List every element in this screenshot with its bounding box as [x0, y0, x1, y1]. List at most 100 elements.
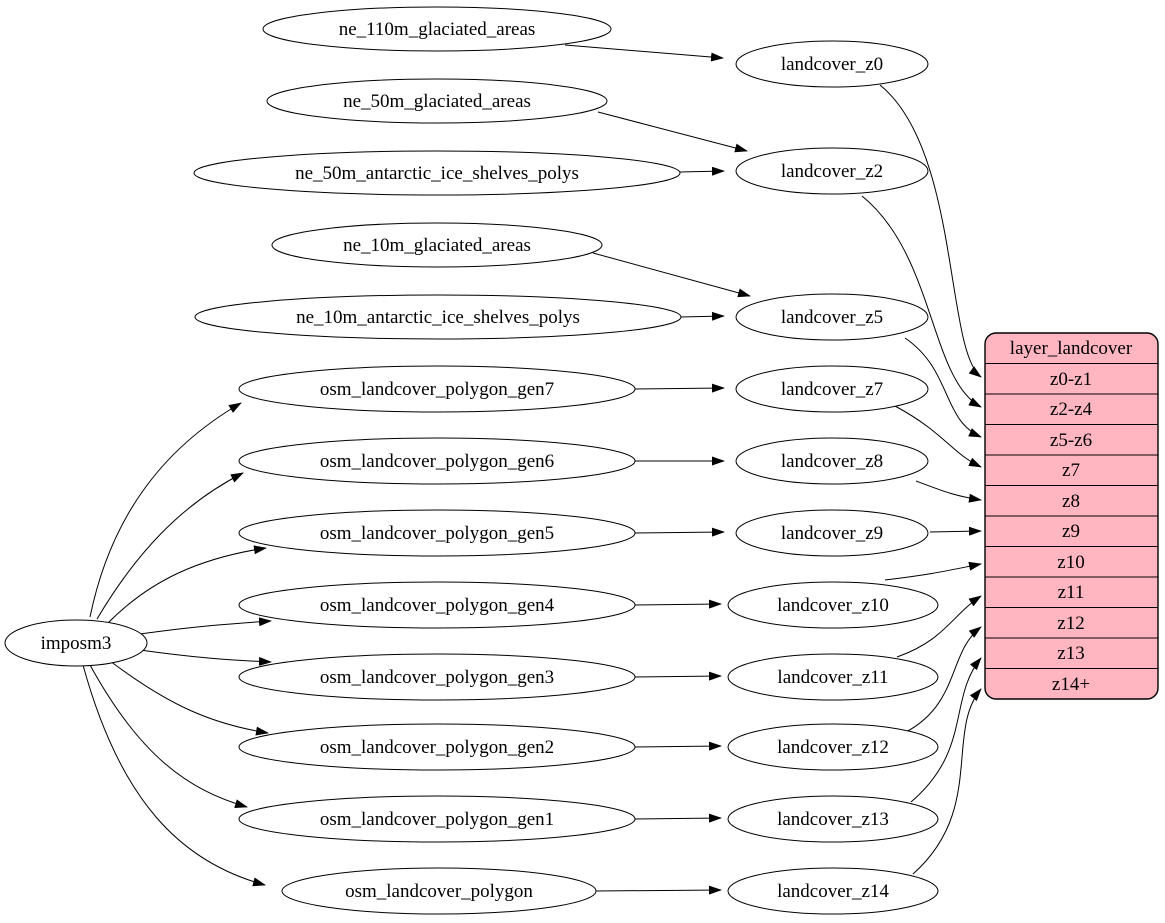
- edge-ne110m-to-z0: [564, 44, 724, 62]
- edge-ne50m-glaciated-to-z2: [597, 111, 748, 153]
- node-osm-landcover-polygon-gen6: osm_landcover_polygon_gen6: [238, 437, 636, 485]
- node-landcover-z9: landcover_z9: [735, 509, 929, 557]
- edge-z9-to-row-z9: [929, 526, 982, 536]
- node-label: landcover_z9: [781, 523, 883, 544]
- table-row-z13: z13: [1057, 643, 1084, 664]
- edge-imposm3-to-gen2: [109, 660, 269, 736]
- table-row-z10: z10: [1057, 552, 1084, 573]
- edge-imposm3-to-gen6: [96, 472, 244, 620]
- edge-group-table: [861, 84, 982, 875]
- node-landcover-z10: landcover_z10: [727, 581, 939, 629]
- node-label: imposm3: [41, 633, 112, 654]
- node-ellipse: [266, 78, 608, 124]
- node-label: landcover_z12: [777, 737, 889, 758]
- node-label: landcover_z14: [777, 881, 889, 902]
- edge-z0-to-row-z0-z1: [879, 84, 982, 378]
- node-ellipse: [727, 723, 939, 771]
- edge-imposm3-to-gen4: [139, 617, 272, 635]
- node-osm-landcover-polygon-gen2: osm_landcover_polygon_gen2: [238, 723, 636, 771]
- node-ellipse: [262, 6, 612, 52]
- node-label: osm_landcover_polygon_gen1: [320, 809, 554, 830]
- edge-z14-to-row-z14plus: [912, 688, 982, 875]
- node-landcover-z12: landcover_z12: [727, 723, 939, 771]
- edge-imposm3-to-gen1: [89, 664, 248, 808]
- node-ellipse: [238, 653, 636, 701]
- edge-ne50m-antarctic-to-z2: [679, 166, 725, 176]
- node-label: landcover_z11: [777, 667, 888, 688]
- node-landcover-z14: landcover_z14: [727, 867, 939, 915]
- edge-group-sources: [564, 44, 751, 895]
- edge-imposm3-to-gen3: [139, 649, 272, 666]
- node-ellipse: [238, 437, 636, 485]
- edge-gen5-to-z9: [634, 527, 725, 537]
- node-label: osm_landcover_polygon_gen4: [320, 595, 555, 616]
- node-ellipse: [194, 294, 682, 340]
- node-landcover-z11: landcover_z11: [727, 653, 939, 701]
- node-ellipse: [238, 581, 636, 629]
- node-osm-landcover-polygon-gen1: osm_landcover_polygon_gen1: [238, 795, 636, 843]
- table-title: layer_landcover: [1010, 338, 1133, 359]
- node-landcover-z13: landcover_z13: [727, 795, 939, 843]
- node-landcover-z5: landcover_z5: [735, 293, 929, 341]
- table-layer-landcover: layer_landcover z0-z1 z2-z4 z5-z6 z7 z8 …: [984, 332, 1159, 700]
- node-ellipse: [238, 723, 636, 771]
- node-ne-50m-antarctic-ice-shelves-polys: ne_50m_antarctic_ice_shelves_polys: [193, 150, 681, 196]
- node-ellipse: [735, 365, 929, 413]
- node-ellipse: [727, 653, 939, 701]
- node-landcover-z2: landcover_z2: [735, 147, 929, 195]
- edge-imposm3-to-gen7: [89, 402, 242, 618]
- node-landcover-z7: landcover_z7: [735, 365, 929, 413]
- edge-z13-to-row-z13: [910, 657, 982, 803]
- node-label: ne_10m_antarctic_ice_shelves_polys: [296, 307, 580, 328]
- edge-z11-to-row-z11: [896, 595, 982, 658]
- edge-z10-to-row-z10: [884, 561, 982, 581]
- edge-gen3-to-z11: [634, 671, 722, 681]
- table-row-z11: z11: [1058, 582, 1085, 603]
- node-ne-10m-glaciated-areas: ne_10m_glaciated_areas: [271, 222, 603, 268]
- edge-z7-to-row-z7: [894, 405, 982, 468]
- table-row-z8: z8: [1062, 491, 1080, 512]
- edge-gen1-to-z13: [634, 813, 722, 823]
- node-ellipse: [238, 365, 636, 413]
- edge-gen4-to-z10: [634, 599, 722, 609]
- table-row-z14plus: z14+: [1052, 674, 1090, 695]
- node-label: osm_landcover_polygon: [345, 881, 533, 902]
- node-label: osm_landcover_polygon_gen5: [320, 523, 554, 544]
- node-ellipse: [727, 581, 939, 629]
- edge-z12-to-row-z12: [905, 626, 982, 733]
- node-osm-landcover-polygon-gen3: osm_landcover_polygon_gen3: [238, 653, 636, 701]
- node-ne-10m-antarctic-ice-shelves-polys: ne_10m_antarctic_ice_shelves_polys: [194, 294, 682, 340]
- edge-osm-landcover-polygon-to-z14: [595, 885, 722, 895]
- node-osm-landcover-polygon: osm_landcover_polygon: [281, 867, 597, 915]
- table-row-z12: z12: [1057, 613, 1084, 634]
- node-ellipse: [727, 795, 939, 843]
- table-row-z2-z4: z2-z4: [1050, 399, 1093, 420]
- node-ellipse: [735, 293, 929, 341]
- edge-gen2-to-z12: [634, 741, 722, 751]
- edge-ne10m-antarctic-to-z5: [680, 311, 725, 321]
- edge-group-imposm3: [82, 402, 272, 887]
- node-ne-110m-glaciated-areas: ne_110m_glaciated_areas: [262, 6, 612, 52]
- table-row-z7: z7: [1062, 460, 1080, 481]
- node-ellipse: [281, 867, 597, 915]
- node-label: landcover_z5: [781, 307, 883, 328]
- node-label: osm_landcover_polygon_gen7: [320, 379, 554, 400]
- node-label: landcover_z10: [777, 595, 889, 616]
- node-label: ne_10m_glaciated_areas: [343, 235, 531, 256]
- node-label: landcover_z2: [781, 161, 883, 182]
- node-label: ne_110m_glaciated_areas: [339, 19, 536, 40]
- table-row-z9: z9: [1062, 521, 1080, 542]
- node-ellipse: [735, 437, 929, 485]
- node-label: landcover_z0: [781, 54, 883, 75]
- node-landcover-z8: landcover_z8: [735, 437, 929, 485]
- node-ellipse: [727, 867, 939, 915]
- node-ellipse: [271, 222, 603, 268]
- edge-imposm3-to-gen5: [106, 545, 267, 625]
- node-ne-50m-glaciated-areas: ne_50m_glaciated_areas: [266, 78, 608, 124]
- node-label: landcover_z7: [781, 379, 883, 400]
- node-ellipse: [735, 509, 929, 557]
- edge-z2-to-row-z2-z4: [861, 195, 982, 408]
- node-label: osm_landcover_polygon_gen3: [320, 667, 554, 688]
